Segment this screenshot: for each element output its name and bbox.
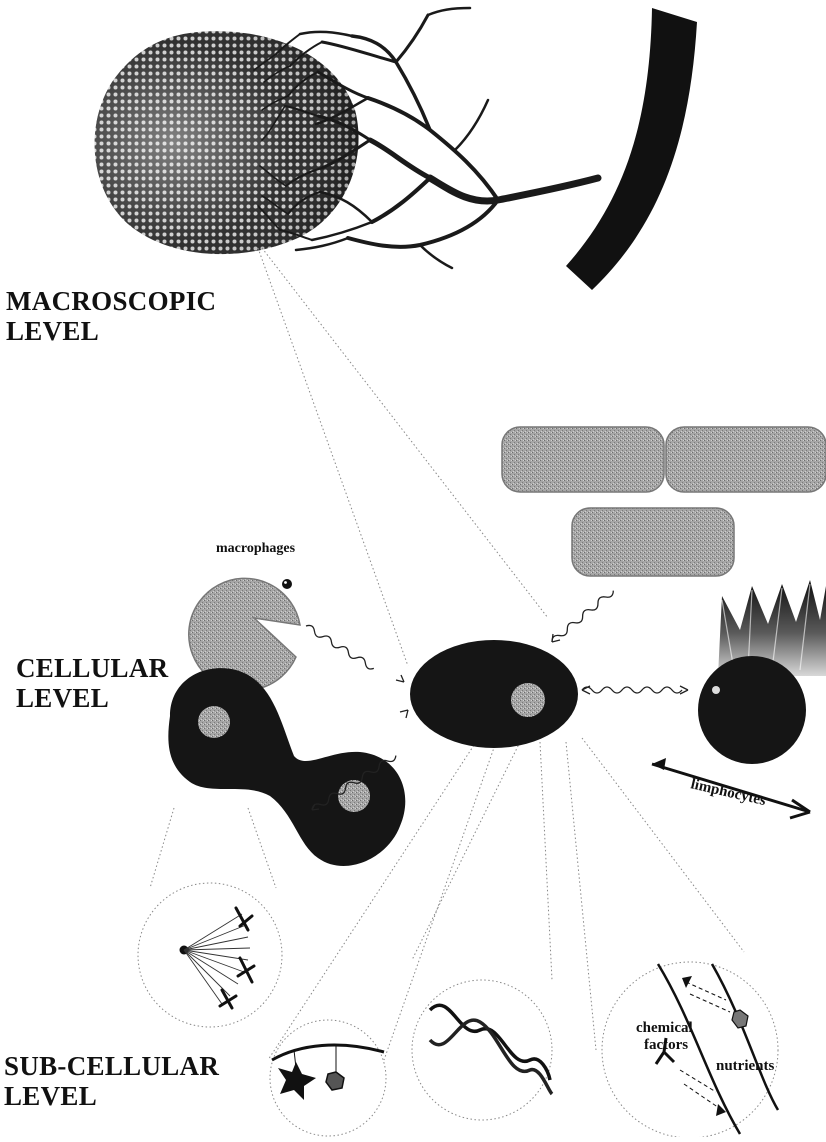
dna-helix-zoom [412,980,552,1120]
central-tumor-cell [410,640,578,748]
mitotic-spindle-zoom [138,883,282,1027]
membrane-receptor-zoom [270,1020,386,1136]
lymphocyte-cell: limphocytes [652,580,826,818]
chemical-factors-nutrients-zoom: chemical factors nutrients [602,962,778,1137]
cell-nucleus [198,706,230,738]
normal-cells-group [502,427,826,576]
cellular-level-label: CELLULAR LEVEL [16,653,168,713]
macroscopic-level-label: MACROSCOPIC LEVEL [6,286,216,346]
lymphocyte-eye [712,686,720,694]
normal-cell [666,427,826,492]
dividing-tumor-cell [168,668,405,866]
macrophage-cell: macrophages [189,541,300,690]
cell-nucleus [338,780,370,812]
macrophage-eye [282,579,292,589]
macrophages-label: macrophages [216,541,296,556]
nutrients-label: nutrients [716,1058,775,1074]
tumor-nucleus [511,683,545,717]
factors-label: factors [644,1037,688,1053]
chemical-label: chemical [636,1020,693,1036]
host-blood-vessel [566,8,697,290]
subcellular-level-label: SUB-CELLULAR LEVEL [4,1051,219,1111]
limphocytes-label: limphocytes [689,776,767,809]
normal-cell [572,508,734,576]
normal-cell [502,427,664,492]
macroscopic-tumor-group [95,8,697,290]
